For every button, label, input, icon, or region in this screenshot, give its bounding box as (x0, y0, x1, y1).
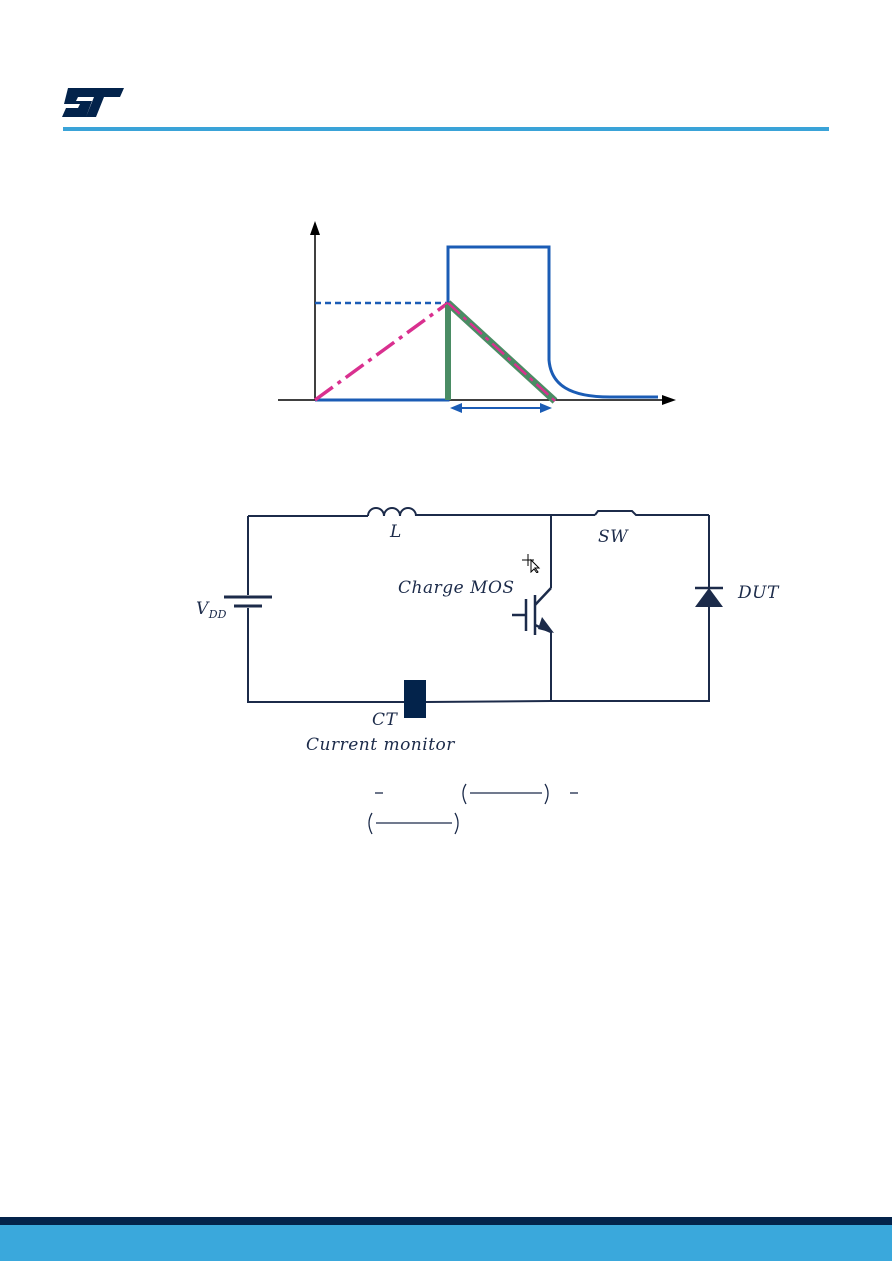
ramp-up-dashed (313, 301, 450, 402)
ct-label: CT (372, 710, 398, 730)
current-monitor-label: Current monitor (306, 735, 455, 755)
right-wire (551, 515, 710, 702)
switch-label: SW (598, 527, 629, 547)
vdd-subscript: DD (208, 608, 227, 621)
left-wire-bottom (247, 608, 404, 703)
switch-symbol (594, 510, 709, 516)
vdd-main: V (196, 599, 209, 619)
battery-symbol (224, 595, 272, 608)
formula-fragment (368, 783, 578, 835)
move-cursor-icon (522, 554, 541, 573)
dut-diode-symbol (695, 586, 723, 607)
inductor-label: L (390, 522, 402, 542)
waveform-diagram (278, 221, 676, 413)
inductor-symbol (367, 507, 417, 517)
current-transformer-block (404, 680, 426, 718)
bottom-wire (425, 700, 552, 703)
axes (278, 221, 676, 405)
ramp-down-pink (447, 302, 556, 402)
gate-pulse-waveform (315, 245, 658, 402)
footer-band-light (0, 1225, 892, 1261)
mos-emitter-arrow (538, 617, 554, 633)
vdd-label: VDD (196, 599, 226, 621)
st-logo (62, 88, 124, 117)
time-interval-arrow (450, 403, 552, 413)
dut-label: DUT (738, 583, 779, 603)
circuit-diagram (224, 507, 723, 718)
footer-band-dark (0, 1217, 892, 1225)
charge-mos-label: Charge MOS (398, 578, 515, 598)
header-rule (63, 127, 829, 131)
